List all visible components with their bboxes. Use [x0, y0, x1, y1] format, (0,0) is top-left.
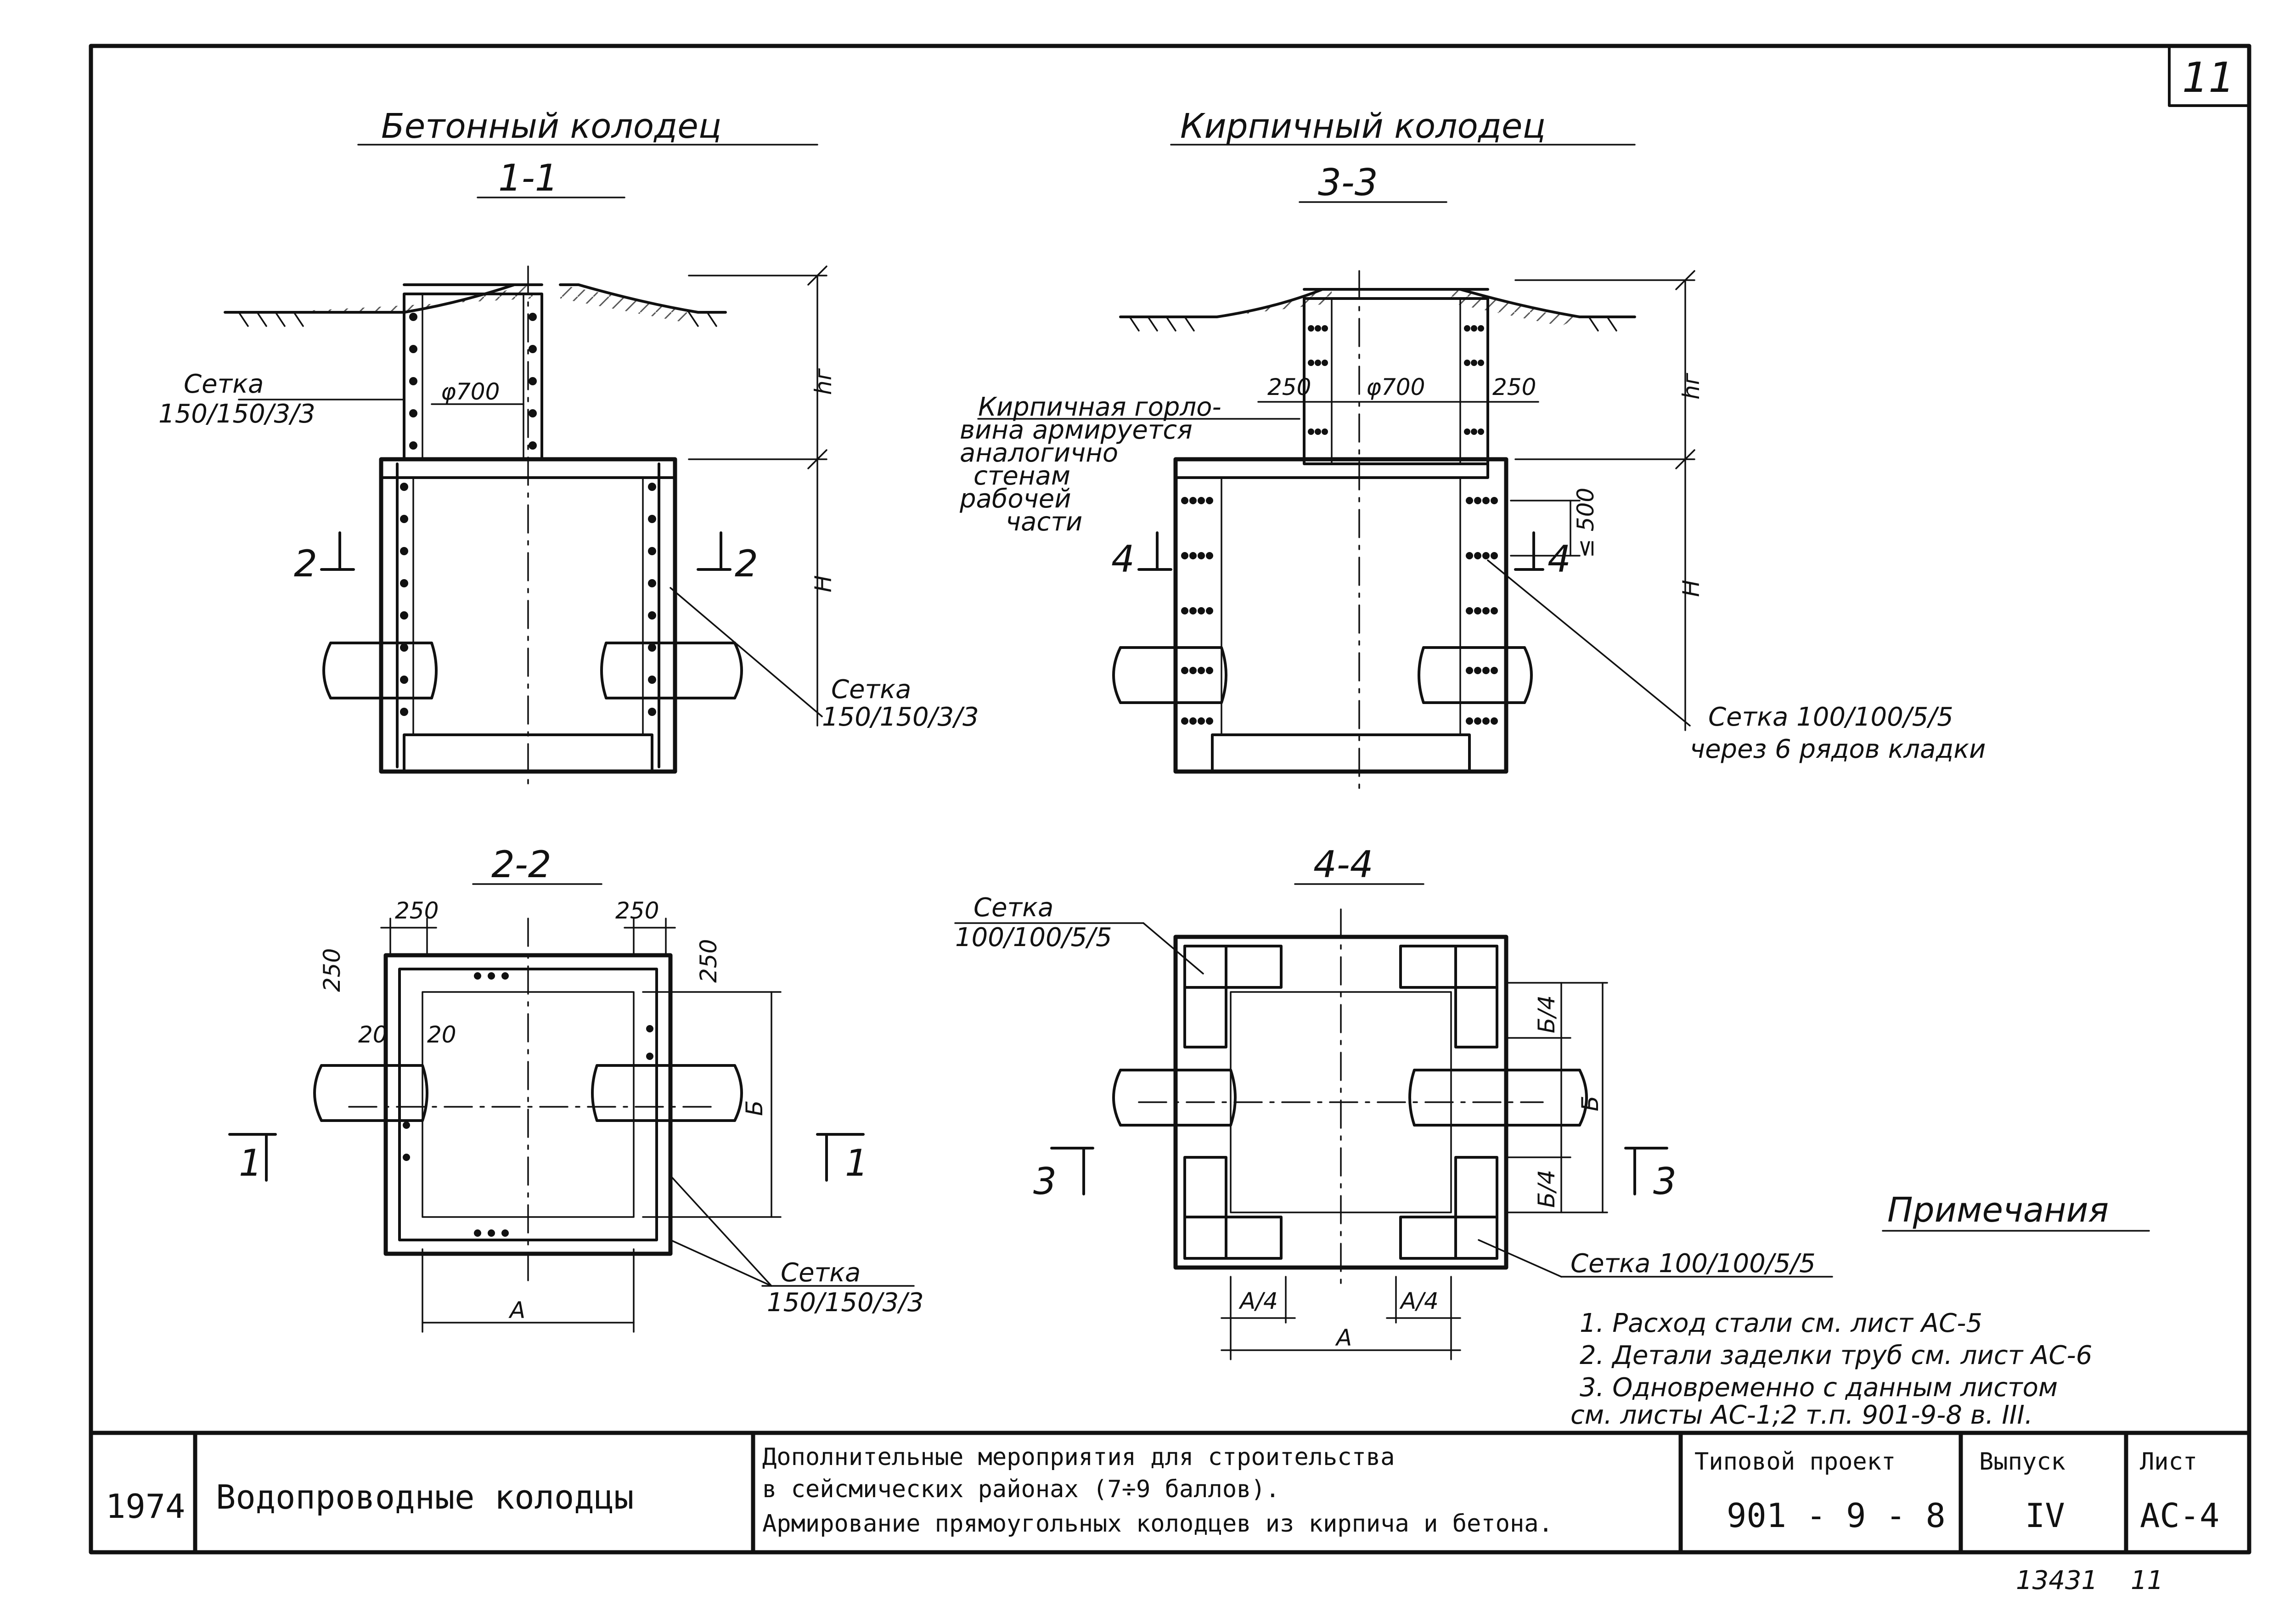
archive-number: 13431 — [2016, 1566, 2098, 1595]
tb-name: Водопроводные колодцы — [216, 1478, 634, 1516]
dim-d700-a: φ700 — [441, 378, 500, 405]
dim-le-500: ≤ 500 — [1572, 488, 1599, 558]
section-3-3-label: 3-3 — [1318, 161, 1378, 204]
svg-text:аналогично: аналогично — [960, 438, 1118, 468]
dim-250-a: 250 — [395, 897, 439, 924]
dim-hg-b: hг — [1678, 372, 1705, 400]
sheet-number: 11 — [2182, 54, 2235, 102]
label-mesh-100-c: Сетка 100/100/5/5 — [1708, 702, 1953, 732]
dim-d700-b: φ700 — [1366, 374, 1425, 400]
dim-20-a: 20 — [358, 1021, 388, 1048]
dim-A4-right: А/4 — [1399, 1288, 1439, 1314]
title-brick-well: Кирпичный колодец — [1180, 107, 1546, 146]
label-mesh-150-a-spec: 150/150/3/3 — [158, 399, 315, 429]
pipe-left — [322, 642, 438, 699]
label-mesh-100-c-sub: через 6 рядов кладки — [1690, 734, 1986, 764]
cut-mark-1-left: 1 — [239, 1142, 262, 1184]
tb-desc-2: в сейсмических районах (7÷9 баллов). — [762, 1476, 1280, 1503]
notes-heading: Примечания — [1887, 1190, 2109, 1230]
label-mesh-150-b-spec: 150/150/3/3 — [822, 702, 979, 732]
brick-plan-pipe-left — [1112, 1069, 1237, 1127]
cut-mark-2-right: 2 — [735, 542, 758, 585]
tb-issue-label: Выпуск — [1979, 1448, 2065, 1476]
headings: Бетонный колодец Кирпичный колодец 1-1 3… — [357, 107, 1636, 886]
dim-A-a: А — [508, 1297, 525, 1324]
title-concrete-well: Бетонный колодец — [381, 107, 721, 146]
svg-text:стенам: стенам — [974, 461, 1070, 491]
brick-plan-pipe-right — [1408, 1069, 1588, 1127]
body-brick-rebar — [1181, 497, 1498, 725]
tb-desc-1: Дополнительные мероприятия для строитель… — [762, 1443, 1395, 1471]
plan-pipe-right — [591, 1064, 743, 1122]
neck-rebar-dots — [409, 313, 537, 450]
neck-brick-rebar — [1308, 325, 1484, 435]
section-3-3: hг H φ700 250 250 ≤ 500 4 4 Кирпичная го… — [959, 270, 1986, 791]
tb-project-label: Типовой проект — [1694, 1448, 1896, 1476]
section-1-1-label: 1-1 — [498, 157, 558, 199]
label-mesh-150-c: Сетка — [781, 1258, 861, 1288]
dim-A-b: А — [1335, 1324, 1352, 1351]
notes: Примечания 1. Расход стали см. лист АС-5… — [1570, 1190, 2150, 1430]
cut-mark-4-right: 4 — [1548, 538, 1571, 580]
dim-B4-bottom: Б/4 — [1533, 1170, 1560, 1208]
cut-mark-2-left: 2 — [294, 542, 317, 585]
pipe-left-brick — [1112, 646, 1227, 704]
section-2-2-label: 2-2 — [491, 843, 551, 886]
tb-sheet-label: Лист — [2140, 1448, 2197, 1476]
pipe-right — [600, 642, 743, 699]
dim-B-a: Б — [741, 1100, 768, 1116]
label-mesh-150-a: Сетка — [184, 369, 264, 399]
svg-text:Кирпичная горло-: Кирпичная горло- — [978, 392, 1221, 422]
label-mesh-150-c-spec: 150/150/3/3 — [767, 1288, 924, 1318]
wall-rebar-dots — [400, 483, 656, 716]
cut-mark-3-left: 3 — [1033, 1160, 1057, 1203]
plan-rebar-dots — [403, 972, 653, 1237]
tb-sheet-value: АС-4 — [2140, 1496, 2219, 1535]
label-mesh-100-b: Сетка 100/100/5/5 — [1570, 1249, 1816, 1279]
dim-250-right: 250 — [1492, 374, 1536, 400]
section-4-4-label: 4-4 — [1313, 843, 1373, 886]
svg-text:вина армируется: вина армируется — [960, 415, 1193, 445]
dim-B4-top: Б/4 — [1533, 995, 1560, 1033]
section-4-4: Б/4 Б/4 Б А/4 А/4 А 3 3 Сетка 100/100/5/… — [954, 893, 1833, 1360]
dim-250-b: 250 — [615, 897, 659, 924]
dim-hg-a: hг — [810, 368, 837, 395]
dim-A4-left: А/4 — [1238, 1288, 1278, 1314]
dim-H-a: H — [810, 575, 837, 592]
svg-text:рабочей: рабочей — [959, 484, 1071, 514]
section-2-2: 250 250 250 250 20 20 Б А 1 1 Сетка 150/… — [228, 897, 924, 1333]
note-1: 1. Расход стали см. лист АС-5 — [1580, 1308, 1982, 1338]
dim-250-d: 250 — [695, 939, 722, 983]
pipe-right-brick — [1418, 646, 1533, 704]
cut-mark-4-left: 4 — [1111, 538, 1135, 580]
cut-mark-3-right: 3 — [1653, 1160, 1677, 1203]
label-mesh-100-a-spec: 100/100/5/5 — [955, 923, 1112, 952]
note-2: 2. Детали заделки труб см. лист АС-6 — [1580, 1341, 2092, 1370]
dim-20-b: 20 — [427, 1021, 456, 1048]
note-3: 3. Одновременно с данным листом — [1580, 1373, 2058, 1403]
dim-B-b: Б — [1577, 1096, 1604, 1111]
dim-250-c: 250 — [319, 948, 345, 992]
svg-text:части: части — [1006, 507, 1082, 537]
corner-pads — [1183, 945, 1498, 1260]
tb-project-value: 901 - 9 - 8 — [1727, 1496, 1946, 1535]
tb-desc-3: Армирование прямоугольных колодцев из ки… — [762, 1510, 1553, 1538]
brick-neck-note: Кирпичная горло- вина армируется аналоги… — [959, 392, 1300, 537]
dim-H-b: H — [1678, 580, 1705, 597]
archive-suffix: 11 — [2131, 1566, 2163, 1595]
label-mesh-150-b: Сетка — [831, 675, 911, 704]
cut-mark-1-right: 1 — [845, 1142, 868, 1184]
note-3b: см. листы АС-1;2 т.п. 901-9-8 в. III. — [1570, 1400, 2033, 1430]
title-block: 1974 Водопроводные колодцы Дополнительны… — [89, 1431, 2251, 1555]
section-1-1: hг H φ700 2 2 Сетка 150/150/3/3 Сетка 15… — [158, 265, 979, 791]
label-mesh-100-a: Сетка — [974, 893, 1053, 923]
dim-250-left: 250 — [1267, 374, 1311, 400]
plan-pipe-left — [313, 1064, 428, 1122]
tb-issue-value: IV — [2025, 1496, 2065, 1535]
tb-year: 1974 — [106, 1487, 185, 1526]
sheet-frame: 11 — [89, 44, 2251, 1555]
